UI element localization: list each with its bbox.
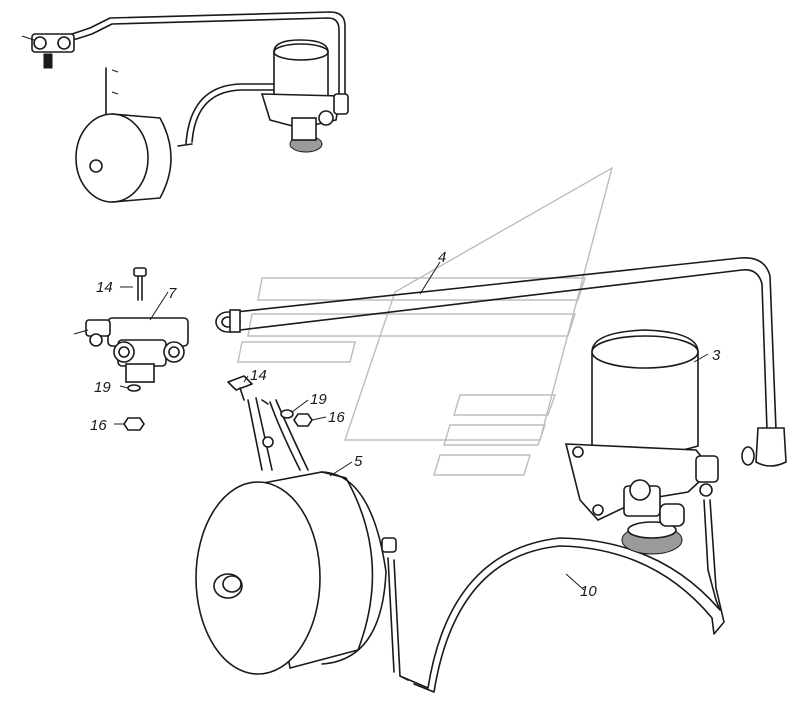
callout-14-left: 14 (96, 279, 113, 296)
overview-valve (21, 33, 75, 69)
callout-16-left: 16 (90, 417, 107, 434)
air-tank-part-5 (195, 471, 397, 675)
callout-19-right: 19 (310, 391, 327, 408)
callout-4: 4 (438, 249, 446, 266)
callout-10: 10 (580, 583, 597, 600)
valve-part-7 (73, 317, 189, 383)
overview-assembly (21, 11, 349, 203)
callout-7: 7 (168, 285, 177, 302)
callout-3: 3 (712, 347, 721, 364)
tank-bracket (227, 375, 309, 471)
nut-part-16-right (293, 413, 313, 427)
logo-watermark-icon (237, 166, 614, 476)
bolt-part-14-left (133, 267, 147, 301)
callout-14-right: 14 (250, 367, 267, 384)
callout-5: 5 (354, 453, 363, 470)
callout-16-right: 16 (328, 409, 345, 426)
callout-19-left: 19 (94, 379, 111, 396)
overview-air-dryer (260, 39, 349, 153)
pipe-part-4 (215, 257, 787, 467)
washer-part-19-right (280, 409, 294, 419)
washer-part-19-left (127, 384, 141, 392)
callout-leaders (114, 261, 709, 591)
overview-air-tank (75, 113, 193, 203)
nut-part-16-left (123, 417, 145, 431)
air-dryer-part-3 (564, 329, 719, 555)
hose-part-10 (387, 499, 725, 693)
